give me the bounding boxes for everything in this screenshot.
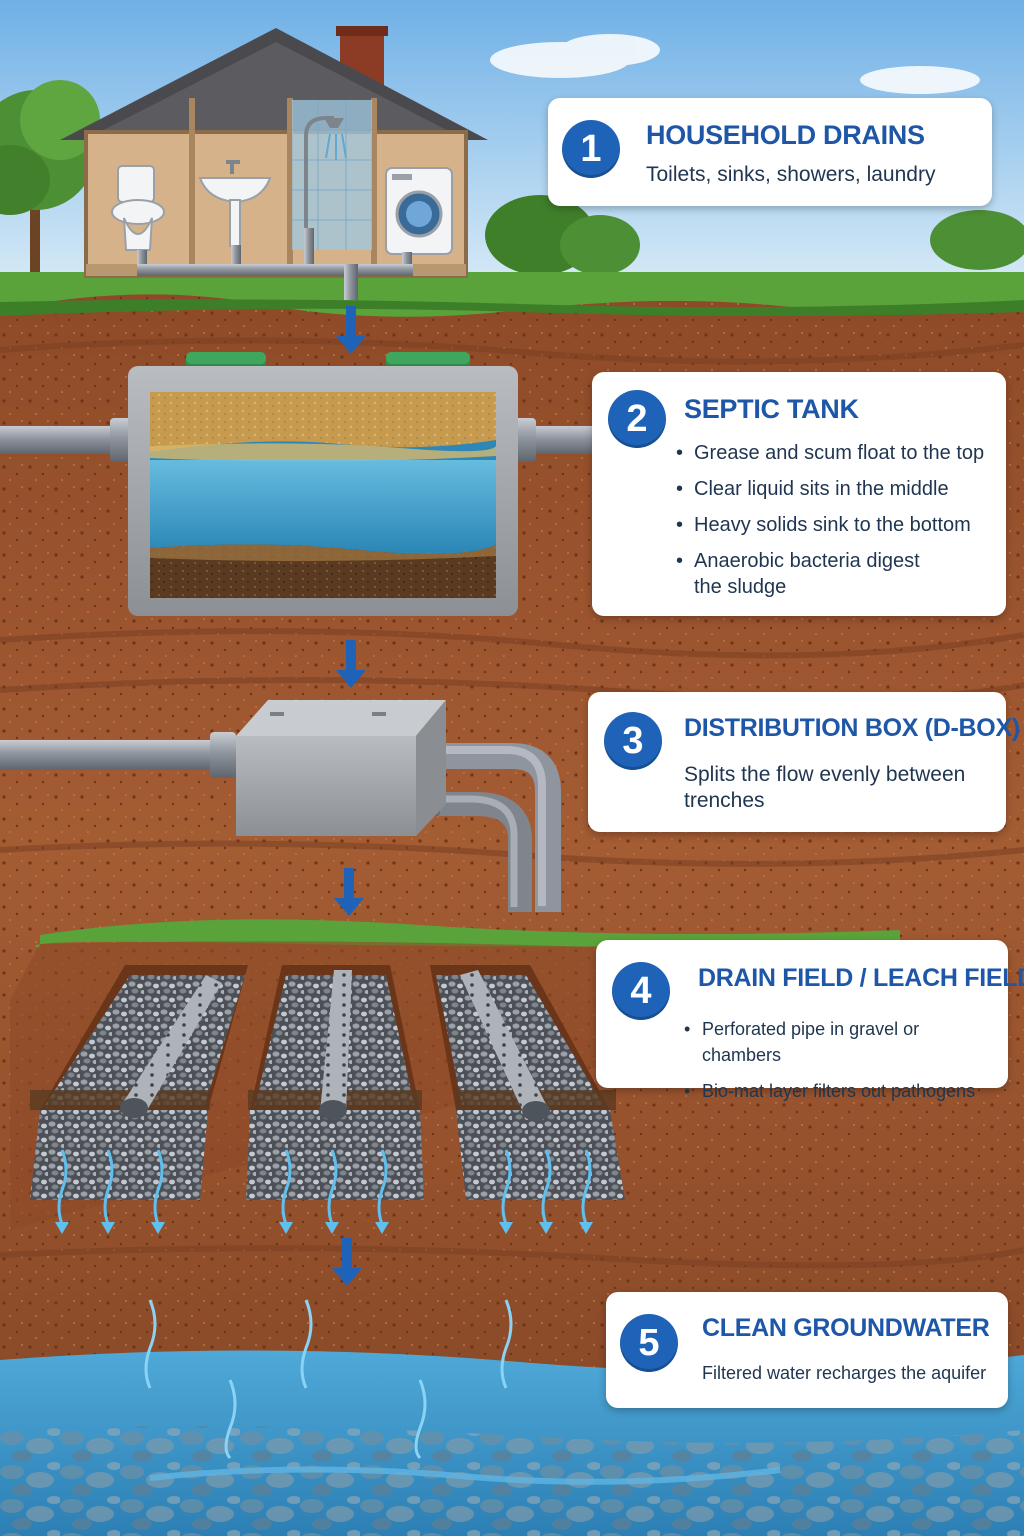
step-card-drain-field: 4 DRAIN FIELD / LEACH FIELD Perforated p… <box>596 940 1024 1104</box>
distribution-box <box>0 700 561 912</box>
bullet-item: Perforated pipe in gravel or chambers <box>682 1016 1002 1068</box>
washing-machine-icon <box>385 167 453 255</box>
step-number-badge: 5 <box>620 1314 678 1372</box>
step-card-household-drains: 1 HOUSEHOLD DRAINS Toilets, sinks, showe… <box>548 98 992 206</box>
step-title: SEPTIC TANK <box>684 394 859 424</box>
shower-icon <box>304 116 347 230</box>
step-title: CLEAN GROUNDWATER <box>702 1314 990 1342</box>
lawn-edge <box>0 299 1024 316</box>
step-number-badge: 4 <box>612 962 670 1020</box>
step-bullets: Grease and scum float to the top Clear l… <box>674 440 994 610</box>
bullet-item: Heavy solids sink to the bottom <box>674 512 994 538</box>
lawn <box>0 272 1024 317</box>
drain-field <box>10 919 900 1234</box>
step-description: Toilets, sinks, showers, laundry <box>646 163 936 186</box>
step-number-badge: 3 <box>604 712 662 770</box>
step-description: Filtered water recharges the aquifer <box>702 1363 987 1383</box>
step-title: DRAIN FIELD / LEACH FIELD <box>698 964 1024 992</box>
step-card-clean-groundwater: 5 CLEAN GROUNDWATER Filtered water recha… <box>606 1292 1008 1408</box>
step-title: HOUSEHOLD DRAINS <box>646 120 925 150</box>
trees <box>0 80 1024 280</box>
bullet-item: Anaerobic bacteria digest the sludge <box>674 548 934 600</box>
toilet-icon <box>111 165 165 251</box>
step-bullets: Perforated pipe in gravel or chambers Bi… <box>682 1016 1002 1114</box>
bullet-item: Bio-mat layer filters out pathogens <box>682 1078 1002 1104</box>
bullet-item: Clear liquid sits in the middle <box>674 476 994 502</box>
seepage-arrows <box>57 1149 592 1225</box>
bullet-item: Grease and scum float to the top <box>674 440 994 466</box>
sink-icon <box>198 160 272 247</box>
step-card-septic-tank: 2 SEPTIC TANK Grease and scum float to t… <box>592 372 1006 616</box>
step-number-badge: 2 <box>608 390 666 448</box>
step-card-distribution-box: 3 DISTRIBUTION BOX (D-BOX) Splits the fl… <box>588 692 1020 832</box>
step-description: Splits the flow evenly between trenches <box>684 763 966 812</box>
septic-tank <box>0 352 602 616</box>
step-number-badge: 1 <box>562 120 620 178</box>
step-title: DISTRIBUTION BOX (D-BOX) <box>684 714 1020 742</box>
house-drain-pipes <box>137 228 413 300</box>
clouds <box>490 34 980 94</box>
